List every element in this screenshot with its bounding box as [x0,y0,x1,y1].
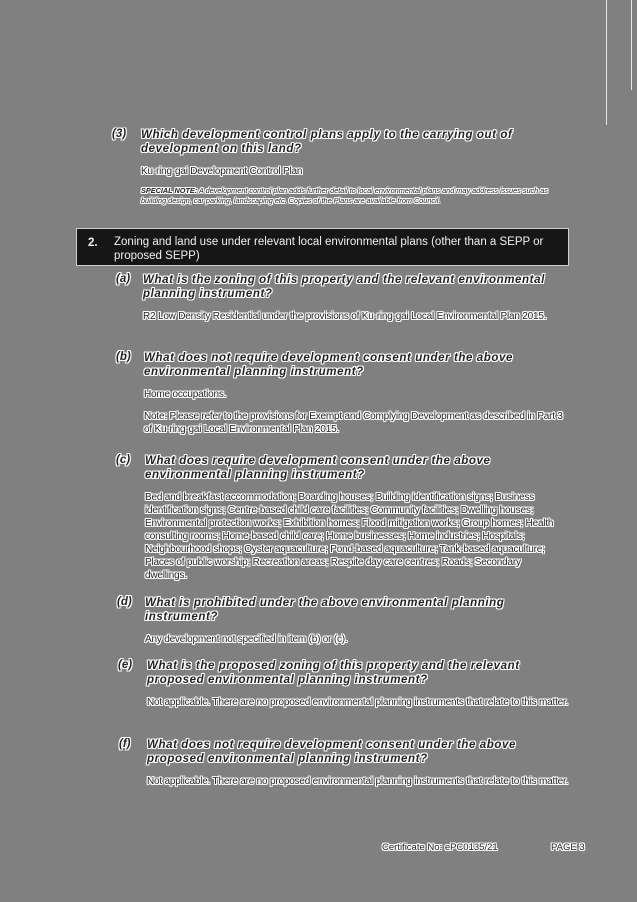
special-note-label: SPECIAL NOTE: [141,186,198,195]
answer-text: R2 Low Density Residential under the pro… [143,311,547,322]
question-b: (b) What does not require development co… [116,351,576,436]
question-e: (e) What is the proposed zoning of this … [118,659,578,709]
answer-text: Not applicable. There are no proposed en… [147,697,569,708]
question-f: (f) What does not require development co… [119,738,579,788]
item-3: (3) Which development control plans appl… [112,128,572,206]
section-title: Zoning and land use under relevant local… [114,236,544,262]
answer-text: Any development not specified in item (b… [145,634,348,645]
question-d: (d) What is prohibited under the above e… [117,596,577,646]
scan-edge-line [606,0,607,125]
special-note-text: A development control plan adds further … [141,186,548,205]
special-note: SPECIAL NOTE: A development control plan… [141,186,571,206]
question-text: What is the zoning of this property and … [143,274,545,300]
answer-text: Home occupations. [144,389,227,400]
question-text: What is prohibited under the above envir… [145,597,505,623]
section-number: 2. [88,237,98,249]
question-label: (c) [116,454,131,466]
question-text: What does not require development consen… [144,352,514,378]
question-c: (c) What does require development consen… [116,454,576,582]
question-label: (e) [118,659,133,671]
answer-text: Bed and breakfast accommodation; Boardin… [145,492,554,581]
question-text: What is the proposed zoning of this prop… [147,660,520,686]
question-label: (f) [119,738,131,750]
certificate-number: Certificate No: ePC0135/21 [382,842,498,853]
answer-text: Not applicable. There are no proposed en… [147,776,569,787]
item-label: (3) [112,128,127,140]
answer-note: Note: Please refer to the provisions for… [144,411,563,435]
page-number: PAGE 3 [551,842,585,853]
scan-edge-line [631,0,632,90]
item-question: Which development control plans apply to… [141,129,513,155]
question-a: (a) What is the zoning of this property … [116,273,576,323]
question-text: What does not require development consen… [147,739,517,765]
question-label: (b) [116,351,131,363]
question-label: (a) [116,273,131,285]
item-answer: Ku-ring-gai Development Control Plan [141,166,303,177]
question-text: What does require development consent un… [145,455,491,481]
question-label: (d) [117,596,132,608]
section-2-header: 2. Zoning and land use under relevant lo… [76,228,569,266]
